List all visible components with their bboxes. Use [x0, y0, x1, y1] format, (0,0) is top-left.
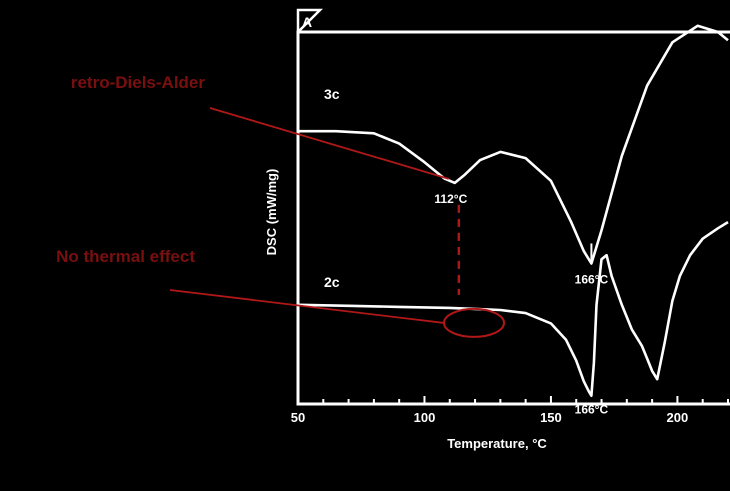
callout-line-no-thermal-effect	[169, 289, 445, 324]
series-line-2c	[297, 220, 729, 397]
callout-line-retro-diels-alder	[209, 107, 450, 180]
x-axis-title: Temperature, °C	[447, 436, 547, 451]
panel-label: A	[302, 14, 312, 30]
series-label-3c: 3c	[324, 86, 340, 102]
peak-label: 112°C	[434, 192, 467, 206]
x-tick-label: 100	[414, 410, 436, 425]
peak-label: 166°C	[575, 272, 609, 286]
panel-label-tab	[296, 8, 324, 36]
x-tick-label: 50	[291, 410, 305, 425]
callout-label-no-thermal-effect: No thermal effect	[56, 247, 195, 266]
x-tick-label: 150	[540, 410, 562, 425]
series-label-2c: 2c	[324, 274, 340, 290]
x-tick-label: 200	[667, 410, 689, 425]
peak-label: 166°C	[575, 403, 609, 417]
series-line-3c	[298, 24, 729, 265]
y-axis-title: DSC (mW/mg)	[264, 169, 279, 256]
plot-frame	[296, 30, 730, 406]
callout-label-retro-diels-alder: retro-Diels-Alder	[71, 73, 206, 92]
